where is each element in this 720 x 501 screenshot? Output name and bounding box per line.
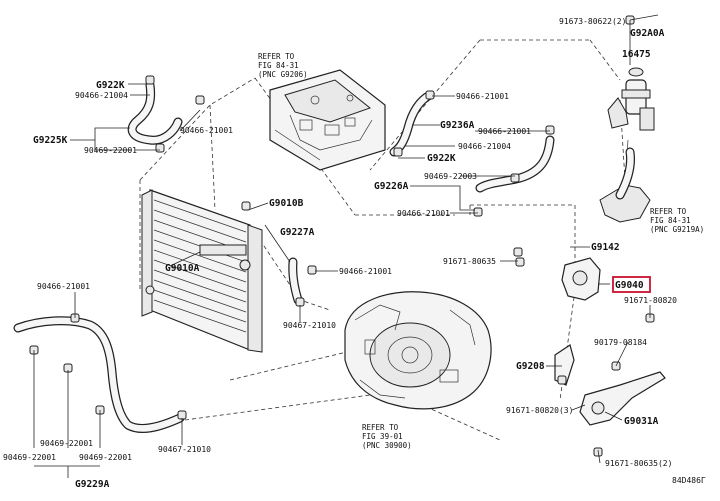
label-90469-22001-b[interactable]: 90469-22001 bbox=[40, 439, 93, 448]
clamp-icon bbox=[545, 125, 555, 135]
clamp-icon bbox=[241, 201, 251, 211]
label-g9010a[interactable]: G9010A bbox=[165, 263, 200, 274]
clamp-icon bbox=[510, 173, 520, 183]
labels: 91673-80622(2) G92A0A 16475 G922K 90466-… bbox=[3, 17, 706, 490]
reservoir-tank-icon[interactable] bbox=[607, 67, 655, 131]
clamp-icon bbox=[515, 257, 525, 267]
radiator-fin bbox=[153, 249, 247, 283]
clamp-icon bbox=[513, 247, 523, 257]
ref-g9219a-line1[interactable]: REFER TO bbox=[650, 207, 687, 216]
label-90466-21004-b[interactable]: 90466-21004 bbox=[458, 142, 511, 151]
label-90466-21001-f[interactable]: 90466-21001 bbox=[339, 267, 392, 276]
label-91671-80820-a[interactable]: 91671-80820 bbox=[624, 296, 677, 305]
label-90469-22001-a[interactable]: 90469-22001 bbox=[84, 146, 137, 155]
clamp-icon bbox=[473, 207, 483, 217]
reference-notes: REFER TO FIG 84-31 (PNC G9206) REFER TO … bbox=[258, 52, 704, 450]
clamp-icon bbox=[145, 75, 155, 85]
label-g9227a[interactable]: G9227A bbox=[280, 227, 315, 238]
label-90466-21001-c[interactable]: 90466-21001 bbox=[478, 127, 531, 136]
label-90467-21010-a[interactable]: 90467-21010 bbox=[283, 321, 336, 330]
label-g9142[interactable]: G9142 bbox=[591, 242, 620, 253]
ref-30900-line1[interactable]: REFER TO bbox=[362, 423, 399, 432]
inverter-icon[interactable] bbox=[269, 69, 386, 171]
label-g9236a[interactable]: G9236A bbox=[440, 120, 475, 131]
ref-g9219a-line2[interactable]: FIG 84-31 bbox=[650, 216, 691, 225]
clamp-icon bbox=[425, 90, 435, 100]
label-90469-22001-c[interactable]: 90469-22001 bbox=[3, 453, 56, 462]
clamp-icon bbox=[177, 410, 187, 420]
label-g922k-mid[interactable]: G922K bbox=[427, 153, 456, 164]
label-90466-21001-e[interactable]: 90466-21001 bbox=[37, 282, 90, 291]
radiator-fin bbox=[153, 209, 247, 243]
label-91673-80622[interactable]: 91673-80622(2) bbox=[559, 17, 626, 26]
dashed-outlines bbox=[139, 39, 626, 441]
radiator-fin bbox=[153, 269, 247, 303]
radiator-fin bbox=[153, 279, 247, 313]
clamp-icon bbox=[557, 375, 567, 385]
transaxle-icon[interactable] bbox=[344, 291, 492, 410]
clamp-icon bbox=[307, 265, 317, 275]
hoses bbox=[13, 80, 635, 433]
radiator-fin bbox=[153, 299, 247, 333]
label-90179-08184[interactable]: 90179-08184 bbox=[594, 338, 647, 347]
ref-g9219a-line3[interactable]: (PNC G9219A) bbox=[650, 225, 704, 234]
clamp-icon bbox=[393, 147, 403, 157]
ref-g9206-line1[interactable]: REFER TO bbox=[258, 52, 295, 61]
label-g9229a[interactable]: G9229A bbox=[75, 479, 110, 490]
clamp-icon bbox=[295, 297, 305, 307]
label-g9208[interactable]: G9208 bbox=[516, 361, 545, 372]
clamp-icon bbox=[155, 143, 165, 153]
radiator-fin bbox=[153, 199, 247, 233]
clamp-icon bbox=[195, 95, 205, 105]
radiator-fin bbox=[153, 259, 247, 293]
label-g922k-top[interactable]: G922K bbox=[96, 80, 125, 91]
label-16475[interactable]: 16475 bbox=[622, 49, 651, 60]
radiator-fin bbox=[153, 239, 247, 273]
ref-30900-line2[interactable]: FIG 39-01 bbox=[362, 432, 403, 441]
leader-lines bbox=[33, 14, 659, 478]
label-90469-22003[interactable]: 90469-22003 bbox=[424, 172, 477, 181]
diagram-id: 84D486Г bbox=[672, 476, 706, 485]
label-90466-21001-a[interactable]: 90466-21001 bbox=[180, 126, 233, 135]
label-g9226a[interactable]: G9226A bbox=[374, 181, 409, 192]
label-90466-21001-b[interactable]: 90466-21001 bbox=[456, 92, 509, 101]
label-g9225k[interactable]: G9225K bbox=[33, 135, 68, 146]
label-91671-80635-a[interactable]: 91671-80635 bbox=[443, 257, 496, 266]
ref-g9206-line3[interactable]: (PNC G9206) bbox=[258, 70, 308, 79]
water-pump-icon[interactable] bbox=[554, 139, 666, 426]
radiator-fin bbox=[153, 289, 247, 323]
label-g9040[interactable]: G9040 bbox=[615, 280, 644, 291]
label-90469-22001-d[interactable]: 90469-22001 bbox=[79, 453, 132, 462]
label-g9031a[interactable]: G9031A bbox=[624, 416, 659, 427]
label-90467-21010-b[interactable]: 90467-21010 bbox=[158, 445, 211, 454]
ref-30900-line3[interactable]: (PNC 30900) bbox=[362, 441, 412, 450]
label-91671-80635-b[interactable]: 91671-80635(2) bbox=[605, 459, 672, 468]
ref-g9206-line2[interactable]: FIG 84-31 bbox=[258, 61, 299, 70]
label-g92a0a[interactable]: G92A0A bbox=[630, 28, 665, 39]
label-90466-21004[interactable]: 90466-21004 bbox=[75, 91, 128, 100]
label-90466-21001-d[interactable]: 90466-21001 bbox=[397, 209, 450, 218]
highlight-box bbox=[612, 276, 651, 293]
radiator-icon[interactable] bbox=[141, 189, 263, 353]
label-91671-80820-b[interactable]: 91671-80820(3) bbox=[506, 406, 573, 415]
label-g9010b[interactable]: G9010B bbox=[269, 198, 304, 209]
